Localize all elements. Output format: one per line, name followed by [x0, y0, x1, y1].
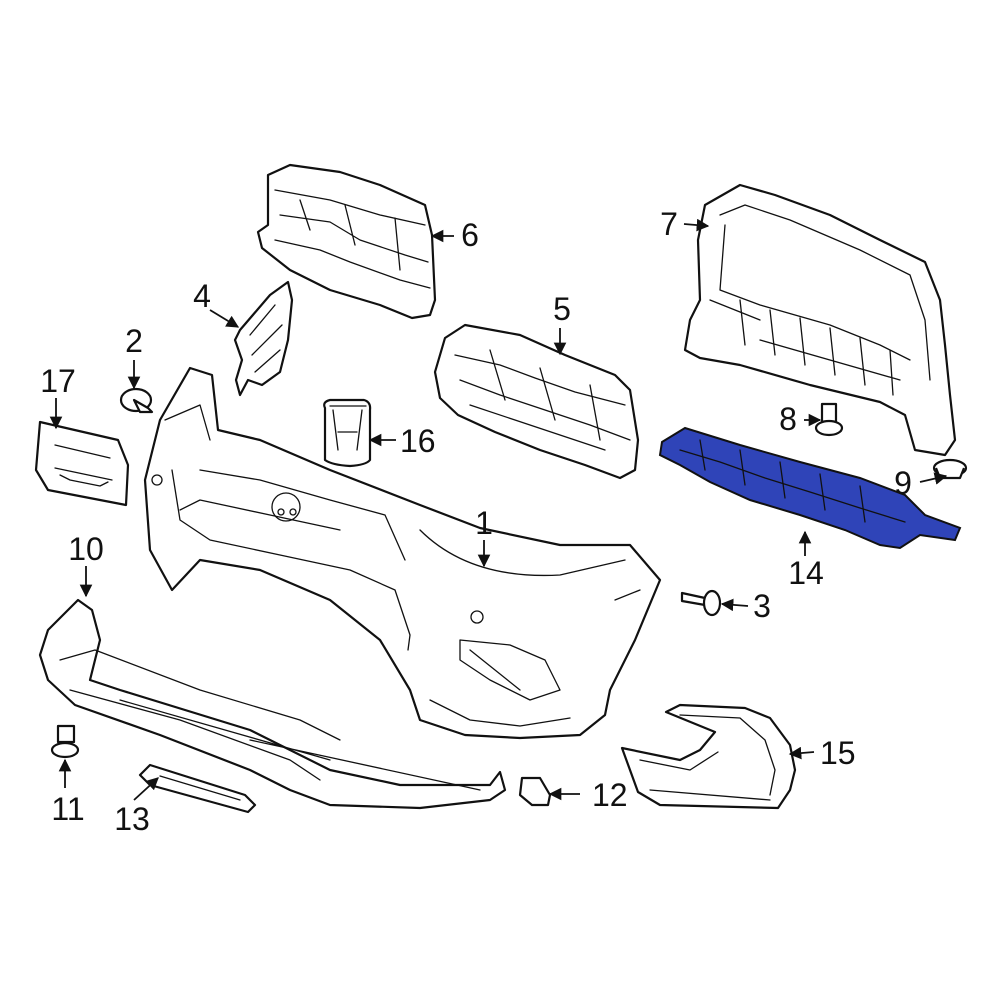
- part-8-clip[interactable]: [814, 402, 844, 437]
- part-11-bolt[interactable]: [50, 724, 80, 759]
- part-16-emblem[interactable]: [323, 398, 372, 468]
- part-10-lower-valance[interactable]: [38, 598, 507, 810]
- callout-2: 2: [125, 323, 143, 359]
- part-4-bracket[interactable]: [233, 280, 294, 397]
- callout-17: 17: [40, 363, 76, 399]
- part-17-plate-bracket[interactable]: [34, 420, 130, 507]
- callout-13: 13: [114, 801, 150, 837]
- callout-11: 11: [51, 791, 84, 827]
- part-1-bumper-cover[interactable]: [143, 366, 662, 740]
- callout-3: 3: [753, 588, 771, 624]
- callout-14: 14: [788, 555, 824, 591]
- leader-lines: [49, 218, 948, 801]
- part-12-clip[interactable]: [518, 776, 552, 807]
- callout-12: 12: [592, 777, 628, 813]
- part-2-clip[interactable]: [119, 387, 154, 414]
- callout-1: 1: [475, 505, 493, 541]
- part-14-lower-absorber-highlighted[interactable]: [658, 426, 962, 550]
- callout-4: 4: [193, 278, 211, 314]
- part-13-trim-strip[interactable]: [138, 763, 257, 814]
- part-3-screw[interactable]: [680, 589, 722, 617]
- callout-labels: 1 2 3 4 5 6 7 8 9 10 11 12 13 14 15 16 1…: [40, 206, 912, 837]
- part-15-garnish[interactable]: [620, 703, 797, 810]
- part-6-upper-absorber[interactable]: [256, 163, 437, 320]
- callout-6: 6: [461, 217, 479, 253]
- callout-5: 5: [553, 291, 571, 327]
- part-5-absorber[interactable]: [433, 323, 640, 480]
- part-7-frame[interactable]: [683, 183, 957, 457]
- part-9-plug[interactable]: [932, 458, 968, 480]
- callout-9: 9: [894, 465, 912, 501]
- callout-15: 15: [820, 735, 856, 771]
- callout-7: 7: [660, 206, 678, 242]
- callout-8: 8: [779, 401, 797, 437]
- callout-16: 16: [400, 423, 436, 459]
- callout-10: 10: [68, 531, 104, 567]
